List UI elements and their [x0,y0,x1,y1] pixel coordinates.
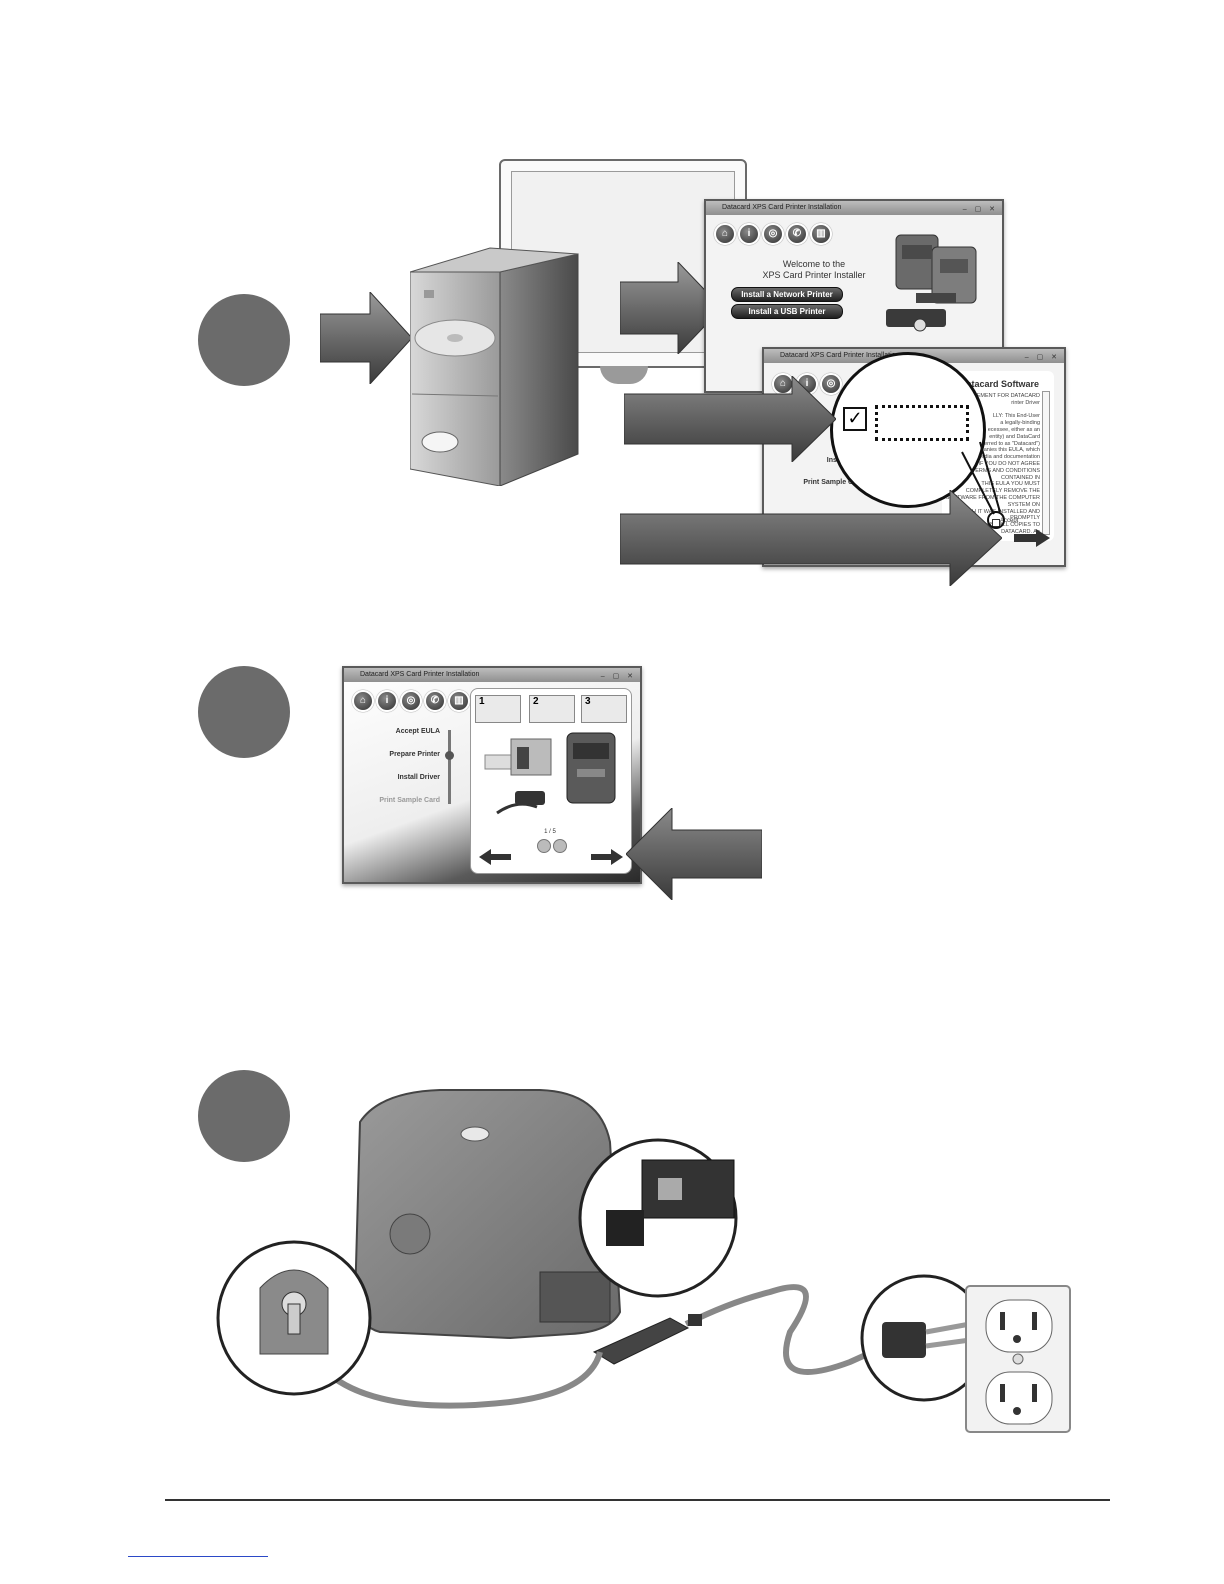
footer-link-underline[interactable] [128,1556,268,1557]
welcome-heading-1: Welcome to the [782,259,846,269]
globe-icon[interactable]: ◎ [820,373,842,395]
eula-line: a legally-binding [1000,420,1040,427]
accept-checkbox[interactable] [992,519,1000,527]
installer-prepare-window: Datacard XPS Card Printer Installation –… [342,666,642,884]
eula-line: er referred to as "Datacard") [971,440,1040,447]
trash-icon[interactable]: ▥ [448,690,470,712]
eula-line: TERMS AND CONDITIONS CONTAINED IN [971,467,1040,481]
step-install-driver: Install Driver [397,774,440,781]
monitor-stand [600,366,648,384]
step-3-circle [198,1070,290,1162]
eula-scrollbar[interactable] [1042,391,1050,535]
eula-line: ecessee, either as an [987,426,1040,433]
install-usb-button[interactable]: Install a USB Printer [731,304,843,319]
step-accept-eula: Accept EULA [395,728,440,735]
home-icon[interactable]: ⌂ [714,223,736,245]
eula-line: LLY: This End-User [992,413,1040,420]
tab-1-label: 1 [479,696,485,707]
footer-divider [165,1499,1110,1501]
eula-line: accompanies this EULA, which [964,447,1040,454]
trash-icon[interactable]: ▥ [810,223,832,245]
magnified-accept-highlight [875,405,969,441]
page-indicator: 1 / 5 [544,829,556,835]
eula-line: rinter Driver [1011,399,1040,406]
arrow-to-tower [320,292,412,384]
install-network-button[interactable]: Install a Network Printer [731,287,843,302]
computer-tower [410,247,579,486]
step-prepare-printer: Prepare Printer [389,751,440,758]
tab-3[interactable]: 3 [581,695,627,723]
globe-icon[interactable]: ◎ [400,690,422,712]
step-1-circle [198,294,290,386]
home-icon[interactable]: ⌂ [352,690,374,712]
eula-line: SOFTWARE FROM THE COMPUTER SYSTEM ON [945,494,1040,508]
content-panel: 1 2 3 1 / 5 [470,688,632,874]
printer-power-illustration [216,1089,1071,1433]
step-2-circle [198,666,290,758]
eula-line: entity) and DataCard [989,433,1040,440]
eula-line: media and documentation [976,454,1040,461]
arrow-to-next [620,490,1002,586]
window-title: Datacard XPS Card Printer Installation [780,352,900,359]
progress-track [448,730,451,804]
toolbar: ⌂i◎✆▥ [714,223,834,245]
phone-icon[interactable]: ✆ [786,223,808,245]
prev-small-button[interactable] [537,839,551,853]
window-title-bar: Datacard XPS Card Printer Installation –… [344,668,640,682]
progress-marker [445,751,454,760]
eula-panel-title: Datacard Software [960,379,1040,389]
magnifier-pointer [961,441,1005,529]
left-label-print: Print Sample Card [803,479,864,486]
window-controls[interactable]: – ▢ ✕ [600,673,636,680]
arrow-to-next-button [626,808,762,900]
printer-image [886,234,977,332]
window-title-bar: Datacard XPS Card Printer Installation –… [706,201,1002,215]
eula-line: THIS EULA YOU MUST COMPLETELY REMOVE THE [965,481,1040,495]
magnified-checkbox-icon: ✓ [843,407,867,431]
eula-line: Software"). IF YOU DO NOT AGREE [949,460,1040,467]
printer-setup-image [484,732,616,815]
window-controls[interactable]: – ▢ ✕ [962,206,998,213]
window-controls[interactable]: – ▢ ✕ [1024,354,1060,361]
tab-3-label: 3 [585,696,591,707]
info-icon[interactable]: i [738,223,760,245]
next-arrow-icon[interactable] [591,849,623,865]
step-print-sample-card: Print Sample Card [379,797,440,804]
phone-icon[interactable]: ✆ [424,690,446,712]
magnifier-lens: ✓ [830,352,986,508]
accept-label: Accept [1000,518,1019,524]
window-title: Datacard XPS Card Printer Installation [360,671,480,678]
eula-line: EEMENT FOR DATACARD [973,393,1040,399]
tab-1[interactable]: 1 [475,695,521,723]
info-icon[interactable]: i [376,690,398,712]
eula-next-arrow[interactable] [1014,529,1050,547]
arrow-to-checkbox [624,376,836,462]
toolbar: ⌂i◎✆▥ [352,690,472,712]
window-title: Datacard XPS Card Printer Installation [722,204,842,211]
tab-2-label: 2 [533,696,539,707]
globe-icon[interactable]: ◎ [762,223,784,245]
next-small-button[interactable] [553,839,567,853]
arrow-to-installer [620,262,722,354]
welcome-heading-2: XPS Card Printer Installer [762,270,866,280]
back-arrow-icon[interactable] [479,849,511,865]
tab-2[interactable]: 2 [529,695,575,723]
